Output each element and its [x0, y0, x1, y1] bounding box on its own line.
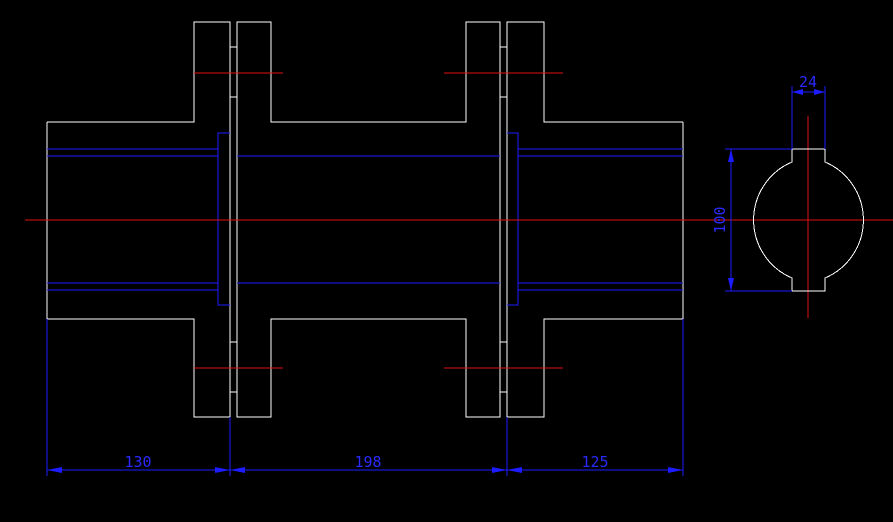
horizontal-dimensions: 130 198 125 [46, 319, 684, 476]
dim-arrow [668, 467, 683, 473]
dim-arrow [814, 89, 825, 95]
cross-section-view: 24 100 [711, 73, 864, 292]
dim-arrow [728, 278, 734, 291]
spigot-right [507, 132, 519, 306]
dim-label-middle: 198 [354, 453, 381, 471]
outline-top-profile-right [506, 21, 683, 123]
dim-arrow [507, 467, 522, 473]
dim-arrow [728, 149, 734, 162]
dim-label-bore-diameter: 100 [711, 206, 729, 233]
bore-with-keyways [753, 148, 864, 292]
outline-top-profile-mid [236, 21, 501, 123]
centerlines [25, 72, 893, 369]
dim-label-left-hub: 130 [124, 453, 151, 471]
outline-top-profile [47, 21, 231, 123]
dim-arrow [492, 467, 507, 473]
dim-arrow [230, 467, 245, 473]
spigot-left [217, 132, 230, 306]
bore-lines [47, 132, 683, 306]
dim-label-right-hub: 125 [581, 453, 608, 471]
dim-arrow [47, 467, 62, 473]
dim-arrow [215, 467, 230, 473]
dim-label-keyway-width: 24 [799, 73, 817, 91]
outline-bottom-profile-mid [236, 318, 501, 418]
dim-arrow [792, 89, 803, 95]
